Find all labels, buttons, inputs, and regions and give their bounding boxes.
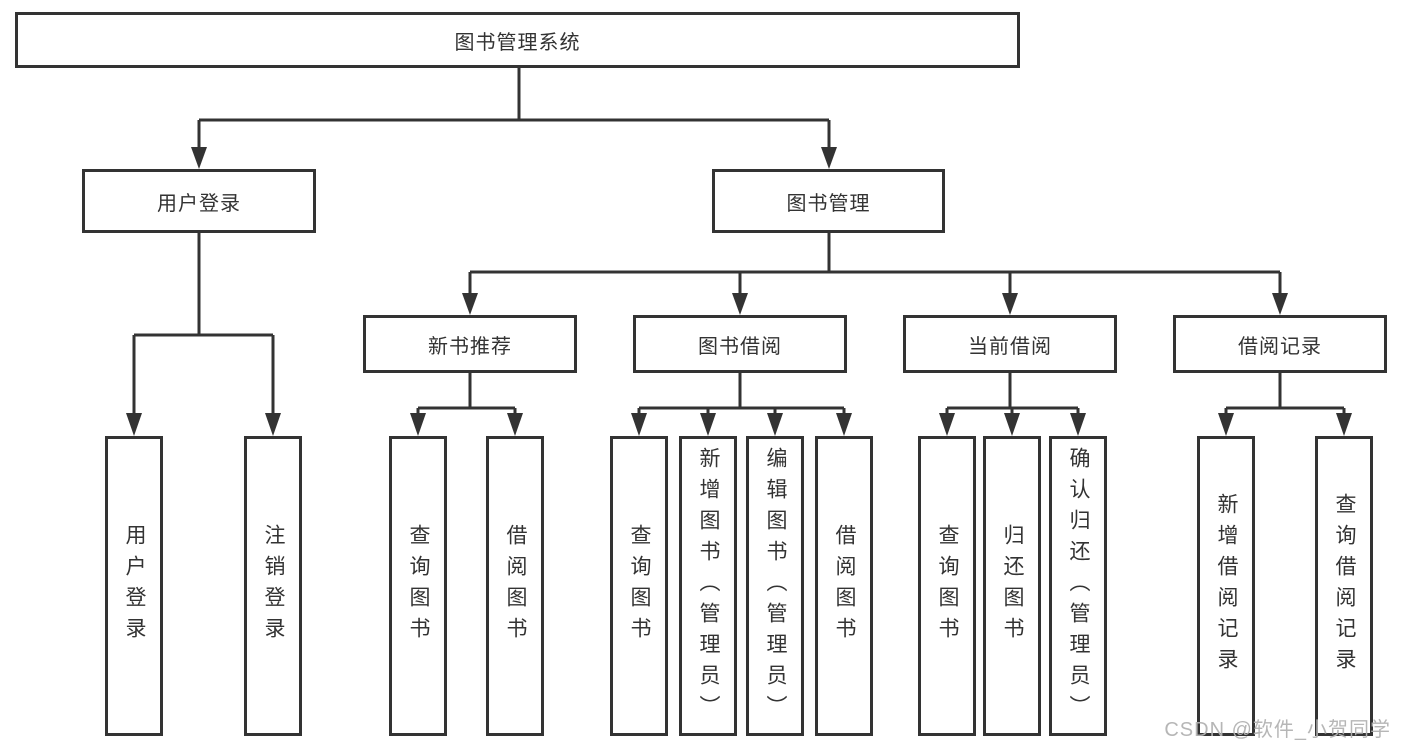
leaf-add-borrow-record-label: 新增借阅记录 xyxy=(1215,493,1238,679)
node-new-book-recommend-label: 新书推荐 xyxy=(428,335,512,358)
leaf-query-books-recommend-label: 查询图书 xyxy=(407,524,430,648)
leaf-query-books-borrow: 查询图书 xyxy=(610,436,668,736)
node-book-management: 图书管理 xyxy=(712,169,945,233)
leaf-add-book-admin: 新增图书（管理员） xyxy=(679,436,737,736)
leaf-borrow-books-recommend-label: 借阅图书 xyxy=(504,524,527,648)
node-current-borrow-label: 当前借阅 xyxy=(968,335,1052,358)
leaf-return-books: 归还图书 xyxy=(983,436,1041,736)
leaf-logout: 注销登录 xyxy=(244,436,302,736)
leaf-query-books-borrow-label: 查询图书 xyxy=(628,524,651,648)
node-book-management-label: 图书管理 xyxy=(786,192,871,215)
leaf-confirm-return-admin: 确认归还（管理员） xyxy=(1049,436,1107,736)
node-current-borrow: 当前借阅 xyxy=(903,315,1117,373)
leaf-edit-book-admin-label: 编辑图书（管理员） xyxy=(764,446,787,726)
leaf-add-borrow-record: 新增借阅记录 xyxy=(1197,436,1255,736)
leaf-user-login: 用户登录 xyxy=(105,436,163,736)
leaf-query-books-current-label: 查询图书 xyxy=(936,524,959,648)
csdn-watermark: CSDN @软件_小贺同学 xyxy=(1164,719,1391,741)
node-user-login-label: 用户登录 xyxy=(157,192,241,215)
node-root: 图书管理系统 xyxy=(15,12,1020,68)
leaf-edit-book-admin: 编辑图书（管理员） xyxy=(746,436,804,736)
node-borrow-records: 借阅记录 xyxy=(1173,315,1387,373)
leaf-add-book-admin-label: 新增图书（管理员） xyxy=(697,446,720,726)
node-root-label: 图书管理系统 xyxy=(454,31,581,54)
leaf-query-books-recommend: 查询图书 xyxy=(389,436,447,736)
leaf-user-login-label: 用户登录 xyxy=(123,524,146,648)
node-borrow-records-label: 借阅记录 xyxy=(1238,335,1322,358)
leaf-query-borrow-record: 查询借阅记录 xyxy=(1315,436,1373,736)
leaf-borrow-books-recommend: 借阅图书 xyxy=(486,436,544,736)
leaf-borrow-books: 借阅图书 xyxy=(815,436,873,736)
node-book-borrow-label: 图书借阅 xyxy=(698,335,782,358)
leaf-query-borrow-record-label: 查询借阅记录 xyxy=(1333,493,1356,679)
node-new-book-recommend: 新书推荐 xyxy=(363,315,577,373)
leaf-logout-label: 注销登录 xyxy=(262,524,285,648)
leaf-borrow-books-label: 借阅图书 xyxy=(833,524,856,648)
leaf-query-books-current: 查询图书 xyxy=(918,436,976,736)
leaf-return-books-label: 归还图书 xyxy=(1001,524,1024,648)
leaf-confirm-return-admin-label: 确认归还（管理员） xyxy=(1067,446,1090,726)
node-user-login: 用户登录 xyxy=(82,169,316,233)
node-book-borrow: 图书借阅 xyxy=(633,315,847,373)
